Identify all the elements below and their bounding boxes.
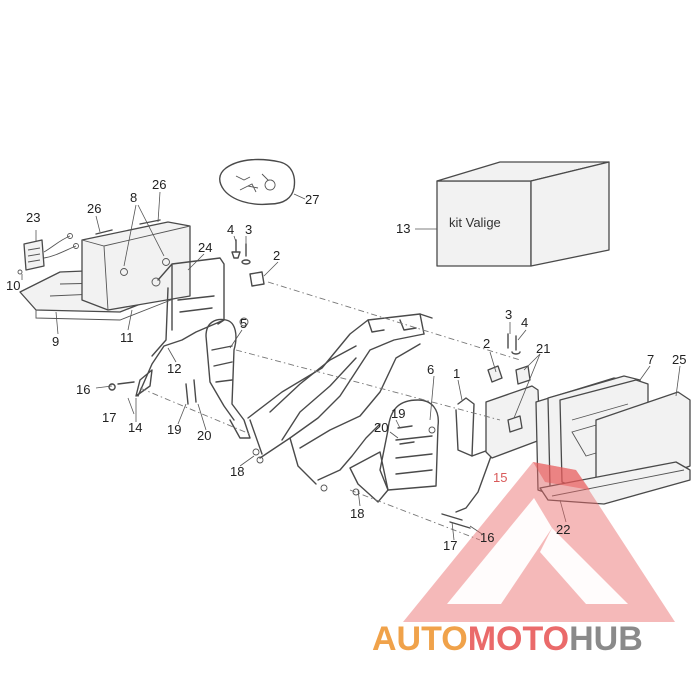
watermark-logo: [403, 462, 675, 622]
callout-5: 5: [240, 316, 247, 331]
right-bracket-part: [349, 397, 495, 513]
callout-8: 8: [130, 190, 137, 205]
callout-26-left: 26: [87, 201, 101, 216]
watermark-auto: AUTO: [372, 620, 468, 658]
callout-16-right: 16: [480, 530, 494, 545]
hardware-bag-part: [219, 158, 296, 206]
left-bracket-part: [135, 257, 225, 397]
kit-box-part: [436, 161, 610, 267]
callout-27: 27: [305, 192, 319, 207]
callout-14: 14: [128, 420, 142, 435]
watermark-hub: HUB: [569, 620, 643, 658]
callout-6: 6: [427, 362, 434, 377]
callout-3-left: 3: [245, 222, 252, 237]
callout-1: 1: [453, 366, 460, 381]
watermark-moto: MOTO: [468, 620, 569, 658]
left-frame-loop-part: [205, 317, 251, 439]
callout-7: 7: [647, 352, 654, 367]
fastener-parts: [108, 239, 521, 529]
leader-lines: [21, 191, 681, 541]
right-side-case-part: [535, 375, 691, 505]
callout-15: 15: [493, 470, 507, 485]
callout-25: 25: [672, 352, 686, 367]
callout-4-left: 4: [227, 222, 234, 237]
callout-2-right: 2: [483, 336, 490, 351]
callout-11: 11: [120, 330, 134, 345]
callout-10: 10: [6, 278, 20, 293]
callout-2-left: 2: [273, 248, 280, 263]
subframe-part: [247, 313, 433, 492]
callout-12: 12: [167, 361, 181, 376]
callout-26-top: 26: [152, 177, 166, 192]
left-side-case-part: [17, 219, 191, 321]
callout-19-left: 19: [167, 422, 181, 437]
callout-4-right: 4: [521, 315, 528, 330]
callout-20-right: 20: [374, 420, 388, 435]
right-carrier-plate-part: [485, 365, 541, 459]
watermark-text: AUTOMOTOHUB: [372, 620, 643, 658]
callout-9: 9: [52, 334, 59, 349]
callout-23: 23: [26, 210, 40, 225]
callout-labels: 8 26 26 23 10 9 11 24 4 3 2 27 13 5 12 1…: [6, 177, 686, 553]
kit-box-label: kit Valige: [449, 215, 501, 230]
callout-17-left: 17: [102, 410, 116, 425]
callout-18-left: 18: [230, 464, 244, 479]
callout-3-right: 3: [505, 307, 512, 322]
callout-22: 22: [556, 522, 570, 537]
callout-17-right: 17: [443, 538, 457, 553]
callout-21: 21: [536, 341, 550, 356]
callout-18-right: 18: [350, 506, 364, 521]
callout-24: 24: [198, 240, 212, 255]
callout-19-right: 19: [391, 406, 405, 421]
callout-16-left: 16: [76, 382, 90, 397]
callout-13: 13: [396, 221, 410, 236]
callout-20-left: 20: [197, 428, 211, 443]
